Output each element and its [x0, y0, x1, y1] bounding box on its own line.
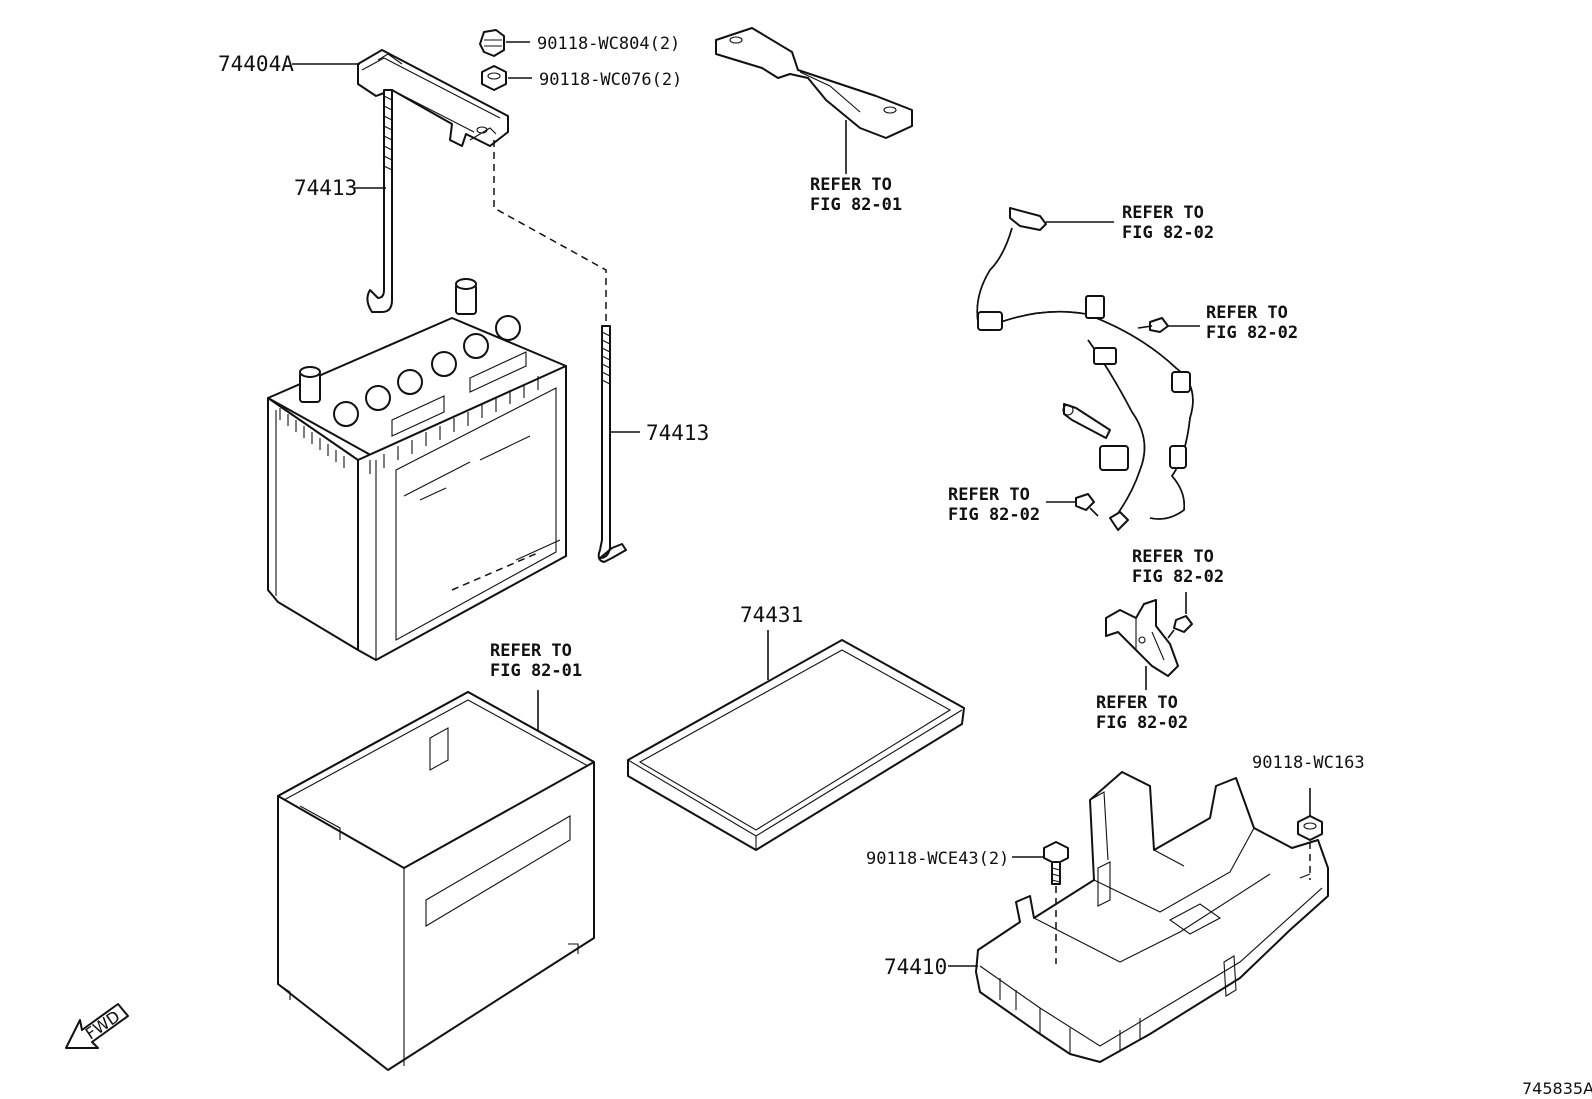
- ref-5-line1: REFER TO: [1096, 693, 1178, 713]
- rod-74413-right[interactable]: [597, 325, 627, 563]
- bolt-bracket-small[interactable]: [1167, 615, 1193, 639]
- rod-74413-left[interactable]: [366, 89, 393, 313]
- label-74431: 74431: [740, 603, 803, 627]
- ref-4-line1: REFER TO: [1132, 547, 1214, 567]
- ref-6-line1: REFER TO: [490, 641, 572, 661]
- clamp-74404a[interactable]: [357, 49, 509, 147]
- ref-1-line2: FIG 82-02: [1122, 223, 1214, 243]
- ref-2-line2: FIG 82-02: [1206, 323, 1298, 343]
- ref-2-line1: REFER TO: [1206, 303, 1288, 323]
- label-74413-right: 74413: [646, 421, 709, 445]
- tray-74431[interactable]: [627, 639, 965, 851]
- ref-3-line1: REFER TO: [948, 485, 1030, 505]
- battery[interactable]: [267, 278, 567, 661]
- fwd-arrow-icon: FWD: [65, 1003, 129, 1049]
- label-90118-wc804: 90118-WC804(2): [537, 34, 680, 54]
- bracket-small[interactable]: [1105, 599, 1179, 677]
- bolt-90118-wce43[interactable]: [1043, 841, 1069, 885]
- label-74413-left: 74413: [294, 176, 357, 200]
- ref-5-line2: FIG 82-02: [1096, 713, 1188, 733]
- bracket-upper[interactable]: [715, 27, 913, 139]
- ref-0-line2: FIG 82-01: [810, 195, 902, 215]
- nut-90118-wc076[interactable]: [481, 65, 507, 91]
- nut-90118-wc804[interactable]: [479, 29, 505, 57]
- ref-1-line1: REFER TO: [1122, 203, 1204, 223]
- label-90118-wc076: 90118-WC076(2): [539, 70, 682, 90]
- label-74404a: 74404A: [218, 52, 294, 76]
- assembly-line: [493, 140, 607, 326]
- ref-4-line2: FIG 82-02: [1132, 567, 1224, 587]
- ref-0-line1: REFER TO: [810, 175, 892, 195]
- ref-6-line2: FIG 82-01: [490, 661, 582, 681]
- label-90118-wce43: 90118-WCE43(2): [866, 849, 1009, 869]
- figure-id: 745835A: [1522, 1079, 1592, 1098]
- battery-box[interactable]: [277, 691, 595, 1071]
- nut-90118-wc163[interactable]: [1297, 815, 1323, 841]
- label-74410: 74410: [884, 955, 947, 979]
- ref-3-line2: FIG 82-02: [948, 505, 1040, 525]
- bolt-harness-lower[interactable]: [1075, 493, 1099, 517]
- bolt-harness-upper[interactable]: [1137, 317, 1169, 333]
- cable-harness[interactable]: [976, 207, 1194, 531]
- label-90118-wc163: 90118-WC163: [1252, 753, 1365, 773]
- carrier-74410[interactable]: [975, 771, 1329, 1063]
